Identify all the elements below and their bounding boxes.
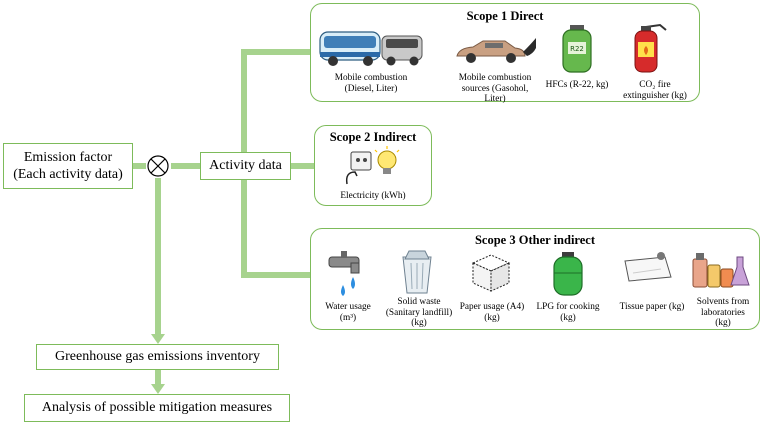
scope1-item-4-line2: extinguisher (kg) xyxy=(623,90,687,101)
scope3-item-1-line1: Water usage xyxy=(325,302,371,312)
scope3-item-6-line2: laboratories xyxy=(701,307,745,318)
scope1-item-4-label: CO₂ fire extinguisher (kg) xyxy=(613,80,697,101)
waste-bin-icon xyxy=(402,250,432,294)
emission-factor-box: Emission factor (Each activity data) xyxy=(3,143,133,189)
multiply-symbol xyxy=(147,155,169,177)
scope1-item-1-label: Mobile combustion (Diesel, Liter) xyxy=(321,73,421,94)
scope1-item-3-label: HFCs (R-22, kg) xyxy=(535,80,619,91)
water-tap-icon xyxy=(328,251,360,296)
car-icon xyxy=(456,38,536,63)
scope1-item-2-line1: Mobile combustion xyxy=(458,73,532,83)
scope3-item-4-line2: (kg) xyxy=(560,312,576,323)
scope3-item-2-line1: Solid waste xyxy=(397,297,441,307)
scope3-item-4-label: LPG for cooking (kg) xyxy=(531,302,605,323)
scope3-item-3-line2: (kg) xyxy=(484,312,500,323)
scope3-box: Scope 3 Other indirect Water usage (m³) … xyxy=(310,228,760,330)
scope3-item-1-label: Water usage (m³) xyxy=(317,302,379,323)
scope3-item-2-line3: (kg) xyxy=(411,318,427,328)
scope1-item-2-label: Mobile combustion sources (Gasohol, Lite… xyxy=(440,73,550,105)
scope3-item-1-line2: (m³) xyxy=(339,312,357,323)
scope3-item-3-line1: Paper usage (A4) xyxy=(459,302,525,312)
ghg-inventory-box: Greenhouse gas emissions inventory xyxy=(36,344,279,370)
scope3-item-5-label: Tissue paper (kg) xyxy=(613,302,691,313)
scope3-item-5-line1: Tissue paper (kg) xyxy=(619,302,685,312)
mitigation-label: Analysis of possible mitigation measures xyxy=(41,400,273,415)
paper-stack-icon xyxy=(471,254,511,292)
fire-extinguisher-icon xyxy=(634,23,667,73)
arrow-to-inventory xyxy=(151,334,165,344)
emission-factor-line1: Emission factor xyxy=(23,150,113,165)
bus-van-icon xyxy=(319,31,423,66)
scope2-item-1-label: Electricity (kWh) xyxy=(340,191,406,201)
scope3-item-3-label: Paper usage (A4) (kg) xyxy=(455,302,529,323)
svg-text:R22: R22 xyxy=(570,45,584,53)
scope3-item-6-label: Solvents from laboratories (kg) xyxy=(687,297,759,329)
electricity-plug-bulb-icon xyxy=(345,146,400,185)
scope1-item-4-line1: CO₂ fire xyxy=(639,80,671,90)
scope2-box: Scope 2 Indirect Electricity (kWh) xyxy=(314,125,432,206)
activity-data-label: Activity data xyxy=(209,158,282,173)
arrow-to-mitigation xyxy=(151,384,165,394)
scope1-item-2-line2: sources (Gasohol, xyxy=(461,83,529,94)
lab-solvents-icon xyxy=(692,253,750,288)
scope1-box: Scope 1 Direct Mobile combustion (Diesel… xyxy=(310,3,700,105)
scope3-item-6-line3: (kg) xyxy=(715,318,731,328)
tissue-roll-icon xyxy=(624,252,672,282)
ghg-inventory-label: Greenhouse gas emissions inventory xyxy=(55,349,260,364)
scope3-item-4-line1: LPG for cooking xyxy=(536,302,600,312)
scope3-item-2-line2: (Sanitary landfill) xyxy=(385,307,453,318)
scope3-item-6-line1: Solvents from xyxy=(696,297,750,307)
emission-factor-line2: (Each activity data) xyxy=(13,167,123,182)
scope2-title: Scope 2 Indirect xyxy=(329,130,417,144)
scope3-title: Scope 3 Other indirect xyxy=(474,233,595,247)
mitigation-box: Analysis of possible mitigation measures xyxy=(24,394,290,422)
scope1-item-1-line2: (Diesel, Liter) xyxy=(344,83,398,94)
scope1-title: Scope 1 Direct xyxy=(466,9,544,23)
scope1-item-1-line1: Mobile combustion xyxy=(334,73,408,83)
scope1-item-3-line1: HFCs (R-22, kg) xyxy=(545,80,609,90)
scope3-item-2-label: Solid waste (Sanitary landfill) (kg) xyxy=(379,297,459,329)
lpg-tank-icon xyxy=(553,252,583,296)
emission-factor-label: Emission factor (Each activity data) xyxy=(4,149,132,183)
refrigerant-tank-icon: R22 xyxy=(562,25,592,73)
activity-data-box: Activity data xyxy=(200,152,291,180)
scope1-item-2-line3: Liter) xyxy=(484,94,506,104)
